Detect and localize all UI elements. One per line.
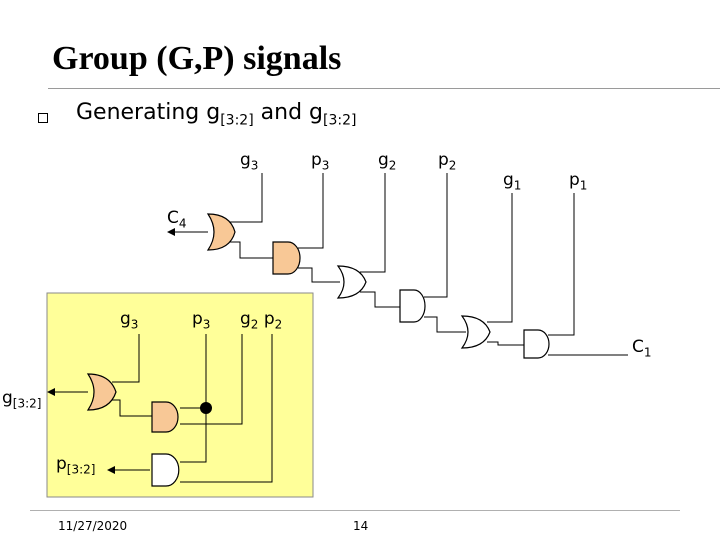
label-c1: C1 (632, 337, 652, 360)
label-g3: g3 (240, 150, 259, 173)
inset-label-p3: p3 (192, 309, 211, 332)
bullet-sub2: [3:2] (323, 112, 357, 129)
wire-g2 (360, 173, 386, 273)
label-p3: p3 (311, 150, 330, 173)
inset-wires (47, 334, 273, 483)
and-gate-1 (272, 241, 301, 275)
inset-or-gate (86, 373, 117, 411)
label-c4: C4 (167, 208, 187, 231)
label-g2: g2 (378, 150, 397, 173)
slide-title: Group (G,P) signals (52, 40, 342, 77)
wire-p3 (298, 173, 324, 249)
wire-or3-and2 (424, 316, 466, 333)
inset-wire-and-or (112, 399, 152, 417)
label-p1: p1 (569, 170, 588, 193)
inset-wire-p3 (180, 334, 207, 463)
inset-wire-g2 (180, 334, 243, 425)
footer-rule (30, 510, 680, 511)
label-g1: g1 (503, 170, 522, 193)
inset-label-g-out: g[3:2] (2, 388, 42, 411)
title-underline (48, 88, 720, 89)
bullet-text: Generating g[3:2] and g[3:2] (76, 100, 356, 128)
wire-and1-or1 (229, 241, 275, 259)
main-wires (167, 173, 628, 356)
wire-p2 (424, 173, 448, 298)
inset-and-gate-g (151, 401, 179, 433)
bullet-sub1: [3:2] (220, 112, 254, 129)
wire-p1 (548, 193, 575, 336)
inset-gates (86, 373, 180, 487)
footer-date: 11/27/2020 (58, 519, 128, 533)
footer-page-number: 14 (353, 519, 369, 533)
wire-g1 (487, 193, 513, 323)
wire-and2-or2 (360, 291, 402, 308)
or-gate-3 (460, 315, 491, 349)
bullet-text-part1: Generating g (76, 100, 221, 125)
junction-dot (200, 402, 212, 414)
inset-wire-g3 (112, 334, 140, 383)
inset-label-g2p2: g2 p2 (240, 309, 283, 332)
bullet-square-icon (38, 113, 48, 123)
inset-label-p-out: p[3:2] (56, 454, 96, 477)
bullet-text-part2: and g (253, 100, 324, 125)
inset-wire-p2 (180, 334, 273, 483)
or-gate-1 (206, 213, 236, 251)
inset-label-g3: g3 (120, 309, 139, 332)
main-gates (206, 213, 550, 359)
inset-and-gate-p (151, 453, 180, 487)
label-p2: p2 (438, 150, 457, 173)
inset-panel (46, 292, 314, 498)
and-gate-2 (399, 289, 426, 323)
or-gate-2 (336, 265, 367, 299)
wire-and3-or3 (487, 341, 526, 346)
wire-or2-and1 (298, 267, 340, 283)
and-gate-3 (523, 329, 550, 359)
wire-g3 (229, 173, 263, 223)
